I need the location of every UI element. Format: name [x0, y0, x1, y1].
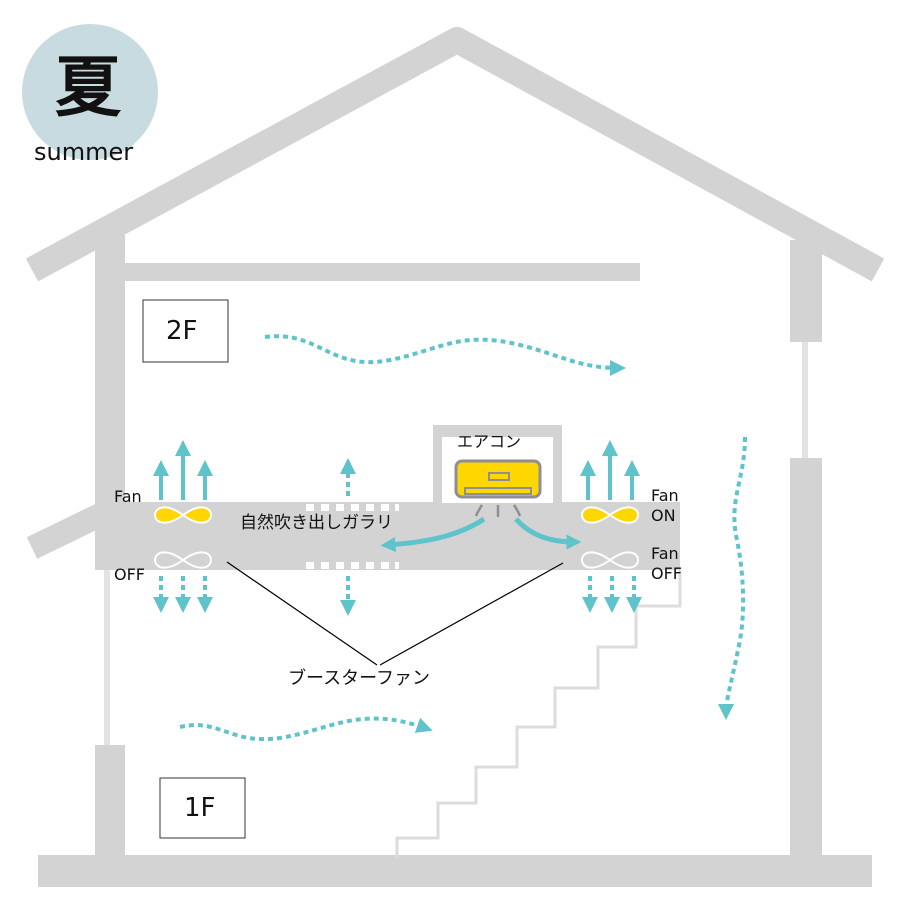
fan-left-off-label: OFF [114, 565, 145, 584]
fan-right-off-label-2: OFF [651, 564, 682, 583]
ceiling [125, 263, 640, 281]
lower-eave [26, 504, 106, 559]
fan-right-on-label-2: ON [651, 506, 676, 525]
aircon-icon [454, 459, 542, 517]
airflow-1f [179, 716, 433, 742]
fan-right-on-label-1: Fan [651, 486, 679, 505]
floor-label-1f-box [159, 777, 246, 839]
left-wall-lower [95, 745, 125, 860]
fan-off-icon-left [153, 551, 213, 569]
natural-vent-grille [306, 504, 399, 569]
floor-label-2f-box [142, 299, 229, 363]
fan-right-off-label-1: Fan [651, 544, 679, 563]
fan-left-on-label: Fan [114, 487, 142, 506]
season-kanji: 夏 [55, 49, 121, 126]
airflow-2f [264, 334, 626, 376]
right-wall-lower [790, 458, 822, 858]
stairs [395, 570, 682, 858]
natural-vent-label: 自然吹き出しガラリ [240, 513, 393, 533]
fan-on-icon-right [580, 506, 640, 524]
season-badge [22, 24, 158, 160]
booster-fan-label: ブースターファン [288, 668, 431, 689]
roof [25, 27, 885, 282]
aircon-label: エアコン [457, 432, 522, 451]
dotted-airflow-arrows [153, 334, 747, 742]
fan-off-icon-right [580, 551, 640, 569]
ground [38, 855, 872, 887]
right-wall-upper [790, 240, 822, 342]
airflow-right-vertical [718, 436, 747, 720]
aircon-outflow-arrows [380, 516, 582, 552]
season-label: summer [34, 138, 134, 166]
floor-label-2f: 2F [166, 316, 198, 346]
booster-fan-leader-lines [226, 561, 564, 666]
floor-label-1f: 1F [184, 793, 216, 823]
fan-on-icon-left [153, 506, 213, 524]
left-wall-upper [95, 235, 125, 505]
upward-airflow-arrows [153, 440, 640, 500]
